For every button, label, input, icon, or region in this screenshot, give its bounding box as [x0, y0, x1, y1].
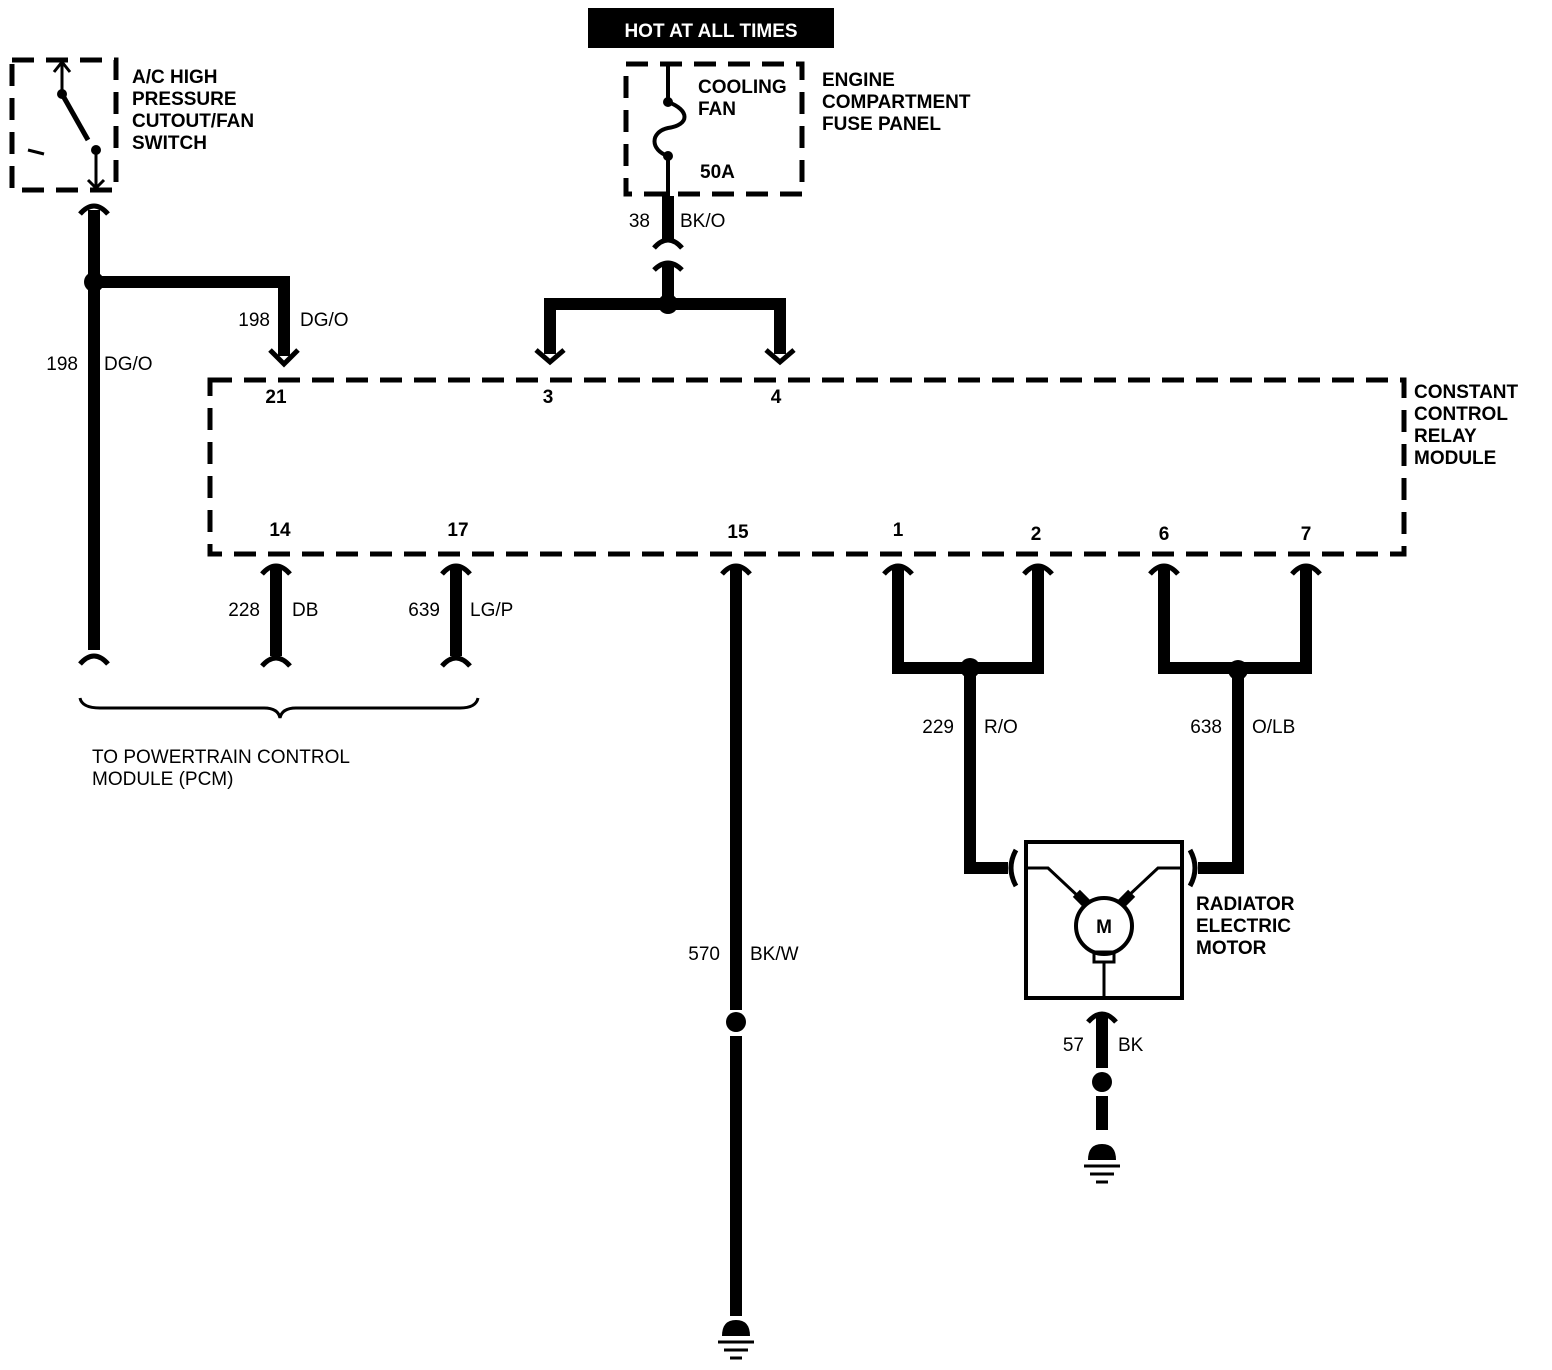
pin-21: 21: [265, 387, 287, 408]
wire-639-number: 639: [408, 600, 440, 621]
wire-570: 570 BK/W: [688, 563, 799, 1316]
relay-label-line4: MODULE: [1414, 448, 1496, 469]
pin-14: 14: [269, 520, 291, 541]
pin-2: 2: [1031, 524, 1042, 545]
ac-switch-label-line2: PRESSURE: [132, 89, 237, 110]
relay-label-line3: RELAY: [1414, 426, 1477, 447]
ac-switch-label-line3: CUTOUT/FAN: [132, 111, 254, 132]
ac-switch-label-line1: A/C HIGH: [132, 67, 218, 88]
relay-module-label: CONSTANT CONTROL RELAY MODULE: [1414, 382, 1519, 469]
pin-3: 3: [543, 387, 554, 408]
pcm-brace: TO POWERTRAIN CONTROL MODULE (PCM): [78, 697, 480, 790]
splice-to-pins-3-4: [534, 298, 796, 366]
pin-7: 7: [1301, 524, 1312, 545]
pin-1: 1: [893, 520, 904, 541]
wire-57-color: BK: [1118, 1035, 1144, 1056]
motor-label-line1: RADIATOR: [1196, 894, 1295, 915]
wire-198: 198 DG/O 198 DG/O: [46, 203, 349, 666]
wire-228: 228 DB: [228, 563, 318, 668]
pcm-label-line1: TO POWERTRAIN CONTROL: [92, 747, 350, 768]
fuse-name-line2: FAN: [698, 99, 736, 120]
motor-label-line2: ELECTRIC: [1196, 916, 1291, 937]
wire-638: 638 O/LB: [1148, 563, 1322, 888]
wire-198-top-color: DG/O: [300, 310, 349, 331]
relay-pins: 21 3 4 14 17 15 1 2 6 7: [265, 387, 1311, 545]
radiator-motor-label: RADIATOR ELECTRIC MOTOR: [1196, 894, 1295, 959]
pin-15: 15: [727, 522, 749, 543]
wire-638-number: 638: [1190, 717, 1222, 738]
ac-switch-label-line4: SWITCH: [132, 133, 207, 154]
fuse-panel-label-line3: FUSE PANEL: [822, 114, 941, 135]
relay-module: [207, 377, 1407, 557]
wire-229-color: R/O: [984, 717, 1018, 738]
wire-38-color: BK/O: [680, 211, 725, 232]
wire-638-color: O/LB: [1252, 717, 1295, 738]
wire-57: 57 BK: [1063, 1011, 1144, 1130]
wire-228-color: DB: [292, 600, 318, 621]
pin-17: 17: [447, 520, 468, 541]
wire-57-number: 57: [1063, 1035, 1084, 1056]
fuse-panel-label-line2: COMPARTMENT: [822, 92, 971, 113]
wire-639: 639 LG/P: [408, 563, 513, 668]
pcm-label-line2: MODULE (PCM): [92, 769, 233, 790]
wire-639-color: LG/P: [470, 600, 513, 621]
relay-label-line1: CONSTANT: [1414, 382, 1519, 403]
radiator-motor: M: [1024, 840, 1184, 1000]
wire-229: 229 R/O: [882, 563, 1054, 888]
wire-38-number: 38: [629, 211, 650, 232]
fuse-panel-label: ENGINE COMPARTMENT FUSE PANEL: [822, 70, 971, 135]
ac-switch-label: A/C HIGH PRESSURE CUTOUT/FAN SWITCH: [132, 67, 254, 154]
pin-6: 6: [1159, 524, 1170, 545]
wire-38: 38 BK/O: [629, 196, 725, 314]
fuse-rating: 50A: [700, 162, 735, 183]
ground-symbol-57: [1084, 1144, 1120, 1184]
wire-570-number: 570: [688, 944, 720, 965]
fuse-panel: [623, 61, 805, 197]
wire-228-number: 228: [228, 600, 260, 621]
relay-label-line2: CONTROL: [1414, 404, 1508, 425]
fuse-label: COOLING FAN 50A: [698, 77, 787, 183]
ground-symbol-570: [718, 1320, 754, 1360]
ac-switch: [9, 57, 119, 193]
wire-198-top-number: 198: [238, 310, 270, 331]
wire-198-left-color: DG/O: [104, 354, 153, 375]
pin-4: 4: [771, 387, 782, 408]
motor-label-line3: MOTOR: [1196, 938, 1267, 959]
wire-198-left-number: 198: [46, 354, 78, 375]
hot-at-all-times-banner: HOT AT ALL TIMES: [588, 8, 834, 48]
fuse-panel-label-line1: ENGINE: [822, 70, 895, 91]
motor-symbol: M: [1096, 917, 1112, 938]
hot-label: HOT AT ALL TIMES: [624, 21, 797, 42]
wire-570-color: BK/W: [750, 944, 799, 965]
fuse-name-line1: COOLING: [698, 77, 787, 98]
wire-229-number: 229: [922, 717, 954, 738]
